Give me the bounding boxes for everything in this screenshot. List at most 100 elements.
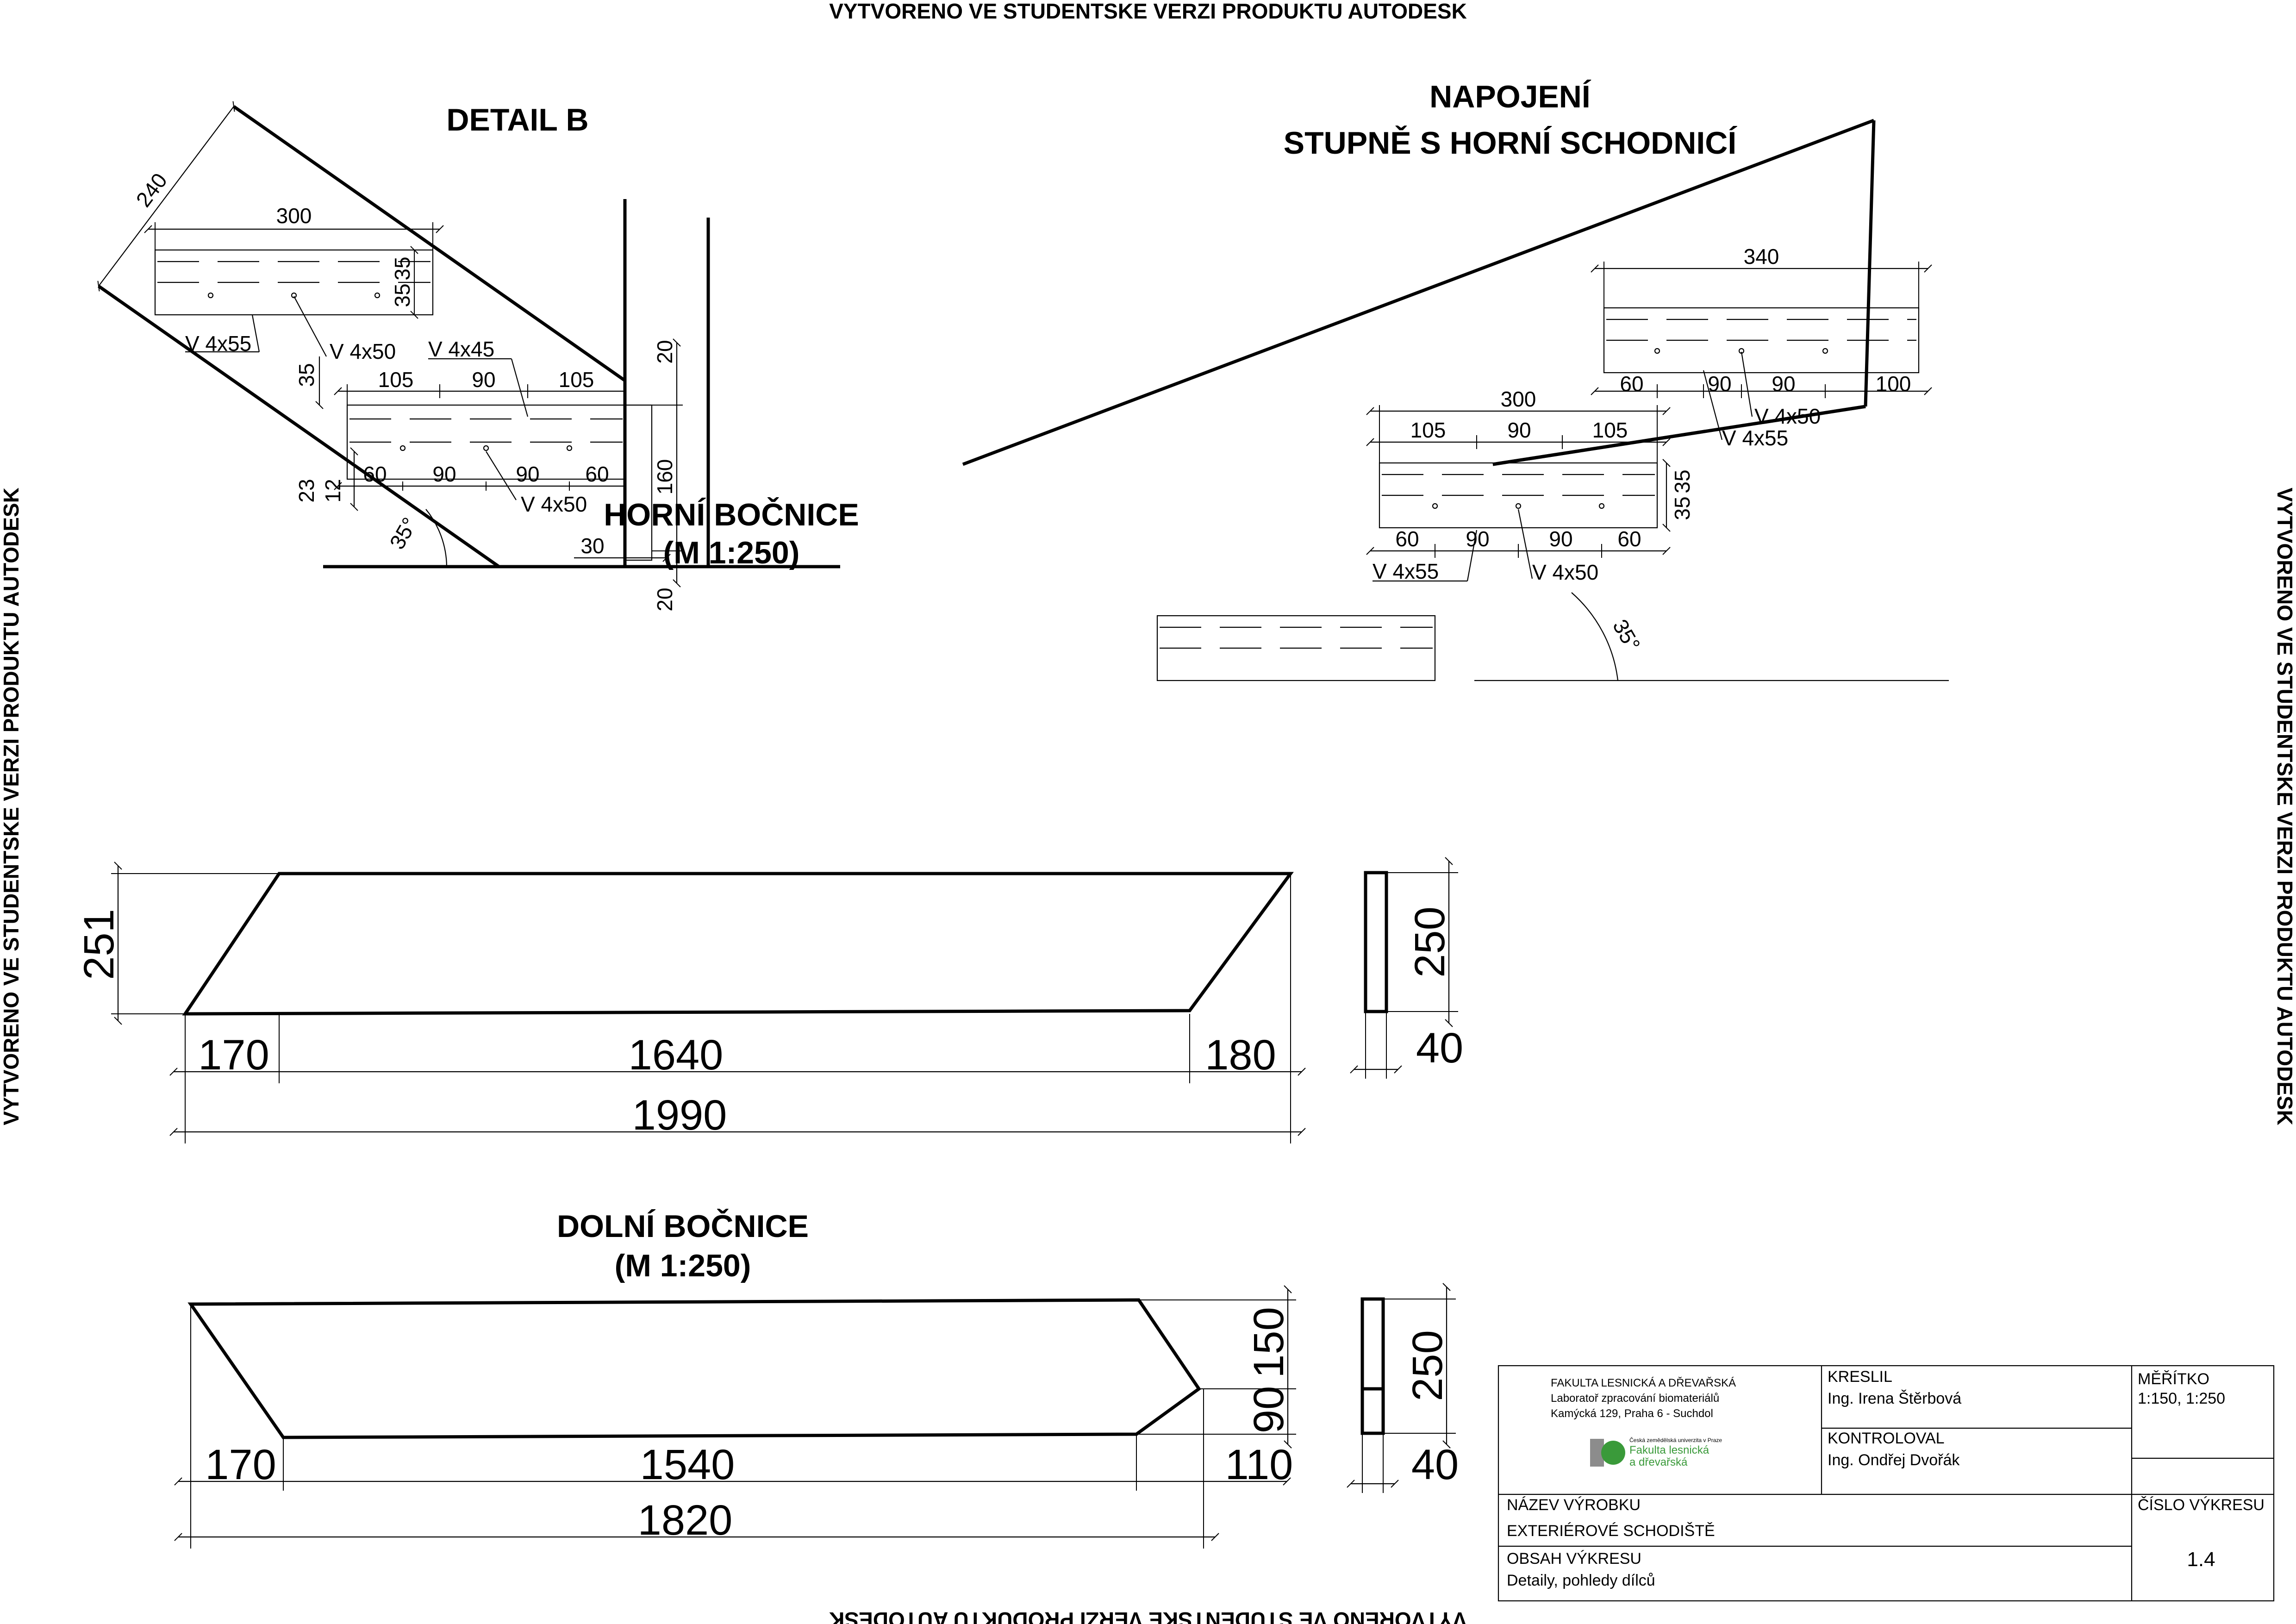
title-block-frame	[1497, 1365, 2275, 1602]
dim-l90-a: 90	[1466, 527, 1489, 551]
content-label: OBSAH VÝKRESU	[1507, 1550, 1641, 1568]
scale-label: MĚŘÍTKO	[2138, 1370, 2209, 1388]
dim-20-top: 20	[653, 340, 677, 363]
detail-b-title: DETAIL B	[446, 102, 588, 137]
scale-value: 1:150, 1:250	[2138, 1390, 2225, 1407]
dolni-title-1: DOLNÍ BOČNICE	[557, 1208, 809, 1244]
dim-105-b: 105	[559, 368, 594, 392]
dim-sec-h: 250	[1406, 906, 1454, 978]
top-step	[1603, 307, 1920, 374]
horni-bocnice: HORNÍ BOČNICE (M 1:250) 251 170 1640 180…	[75, 497, 1463, 1143]
logo-line-1: Fakulta lesnická	[1629, 1444, 1710, 1456]
napojeni-title-1: NAPOJENÍ	[1429, 79, 1591, 114]
dim-90: 90	[1245, 1386, 1292, 1433]
napojeni-detail: NAPOJENÍ STUPNĚ S HORNÍ SCHODNICÍ	[962, 79, 1949, 681]
screw-hole	[566, 445, 573, 451]
label-v445: V 4x45	[428, 337, 494, 361]
label-v455: V 4x55	[185, 331, 251, 356]
dim-300: 300	[276, 204, 312, 228]
leader-v450a	[293, 296, 327, 357]
dim-35-b: 35	[390, 283, 414, 307]
dim-l90-b: 90	[1549, 527, 1572, 551]
dim-20-bottom: 20	[653, 587, 677, 611]
logo-line-2: a dřevařská	[1629, 1456, 1688, 1468]
leader-v450a	[1741, 351, 1753, 417]
logo-mark-green	[1601, 1441, 1625, 1465]
dim-line-240	[97, 101, 235, 292]
angle-35: 35°	[385, 513, 422, 553]
title-block: FAKULTA LESNICKÁ A DŘEVAŘSKÁ Laboratoř z…	[1497, 1365, 2275, 1602]
drawn-label: KRESLIL	[1828, 1368, 1892, 1386]
stringer-upper-edge	[232, 105, 626, 382]
dim-mid: 1540	[640, 1441, 735, 1488]
dim-340: 340	[1744, 244, 1779, 269]
dim-l60-b: 60	[1617, 527, 1641, 551]
faculty-line-3: Kamýcká 129, Praha 6 - Suchdol	[1551, 1407, 1713, 1420]
dim-b90-a: 90	[432, 462, 456, 486]
dim-l60-a: 60	[1395, 527, 1419, 551]
watermark-left: VYTVORENO VE STUDENTSKE VERZI PRODUKTU A…	[0, 487, 23, 1125]
leader-v455	[251, 314, 260, 352]
middle-step	[1379, 462, 1658, 529]
screw-hole	[1598, 503, 1605, 509]
dim-u60: 60	[1620, 372, 1643, 396]
watermark-top: VYTVORENO VE STUDENTSKE VERZI PRODUKTU A…	[829, 0, 1467, 23]
napojeni-title-2: STUPNĚ S HORNÍ SCHODNICÍ	[1284, 125, 1738, 161]
dim-left: 170	[205, 1441, 276, 1488]
angle-arc	[425, 509, 448, 567]
dolni-title-2: (M 1:250)	[615, 1248, 751, 1283]
label-v455b: V 4x55	[1373, 559, 1439, 583]
post-stub	[625, 404, 653, 561]
angle-arc	[1571, 592, 1619, 681]
label-v450b: V 4x50	[1532, 560, 1598, 584]
dim-sec-w: 40	[1411, 1441, 1459, 1488]
dim-total: 1820	[638, 1497, 733, 1544]
dim-sec-h: 250	[1404, 1330, 1451, 1401]
horni-title-2: (M 1:250)	[663, 535, 800, 570]
dim-b60-a: 60	[363, 462, 387, 486]
leader-v455a	[1703, 370, 1723, 440]
dim-35-side: 35	[294, 363, 318, 387]
leader-v455b	[1466, 530, 1478, 581]
faculty-line-1: FAKULTA LESNICKÁ A DŘEVAŘSKÁ	[1551, 1377, 1736, 1389]
dolni-bocnice: DOLNÍ BOČNICE (M 1:250) 170 1540 110 182…	[174, 1208, 1459, 1549]
dim-b60-b: 60	[585, 462, 609, 486]
logo-line-small: Česká zemědělská univerzita v Praze	[1629, 1437, 1722, 1443]
faculty-line-2: Laboratoř zpracování biomateriálů	[1551, 1392, 1719, 1405]
drawn-value: Ing. Irena Štěrbová	[1828, 1390, 1961, 1407]
label-v450b: V 4x50	[521, 492, 587, 516]
number-value: 1.4	[2187, 1548, 2215, 1571]
product-value: EXTERIÉROVÉ SCHODIŠTĚ	[1507, 1522, 1715, 1540]
product-label: NÁZEV VÝROBKU	[1507, 1496, 1641, 1514]
screw-hole	[374, 292, 381, 299]
stringer-lower-edge	[97, 285, 500, 568]
checked-label: KONTROLOVAL	[1828, 1430, 1945, 1447]
lower-step	[1156, 615, 1436, 681]
dim-right: 110	[1225, 1441, 1293, 1488]
horni-section	[1364, 871, 1388, 1013]
leader-v450b	[1517, 509, 1533, 579]
dim-35-a: 35	[390, 256, 414, 280]
dolni-outline	[187, 1298, 1201, 1439]
screw-hole	[1432, 503, 1438, 509]
dim-105-a: 105	[378, 368, 414, 392]
number-label: ČÍSLO VÝKRESU	[2138, 1496, 2265, 1514]
horni-outline	[182, 872, 1294, 1016]
screw-hole	[1515, 503, 1522, 509]
dim-right: 180	[1205, 1031, 1276, 1079]
leader-v445	[511, 358, 529, 417]
watermark-bottom: VYTVORENO VE STUDENTSKE VERZI PRODUKTU A…	[829, 1608, 1467, 1624]
label-v450a: V 4x50	[1754, 404, 1821, 428]
screw-hole	[483, 445, 489, 451]
label-v450a: V 4x50	[330, 339, 396, 363]
dim-30: 30	[580, 534, 604, 558]
watermark-right: VYTVORENO VE STUDENTSKE VERZI PRODUKTU A…	[2273, 487, 2296, 1125]
dim-mid: 1640	[629, 1031, 724, 1079]
dim-23: 23	[294, 479, 318, 502]
screw-hole	[1822, 348, 1828, 354]
dim-height: 251	[75, 909, 123, 980]
label-v455a: V 4x55	[1722, 426, 1788, 450]
dim-90: 90	[1507, 418, 1531, 442]
